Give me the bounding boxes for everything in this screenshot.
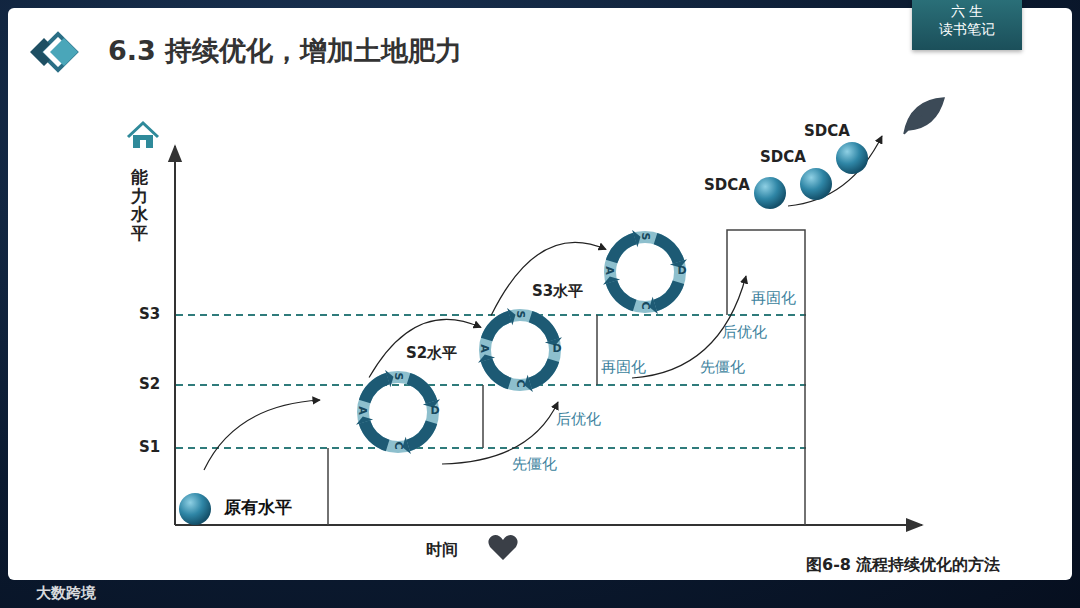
cycle-letter: D	[675, 265, 689, 276]
step-phrase: 再固化	[601, 358, 646, 376]
badge-text: 读书笔记	[912, 21, 1022, 39]
cycle-letter: D	[428, 405, 442, 416]
cycle-letter: A	[604, 264, 615, 278]
y-axis	[174, 146, 176, 525]
house-icon	[128, 123, 158, 148]
cycle-letter: A	[479, 342, 490, 356]
step-phrase: 先僵化	[512, 455, 557, 473]
cycle-letter: D	[550, 343, 564, 354]
badge-text: 六 生	[912, 3, 1022, 21]
step-phrase: 后优化	[556, 410, 601, 428]
cycle-letter: A	[357, 404, 368, 418]
origin-ball	[179, 493, 211, 525]
level-tick: S3	[139, 305, 160, 323]
step-phrase: 后优化	[722, 323, 767, 341]
axis-title: 能力水平	[131, 168, 148, 243]
level-lines	[176, 315, 806, 448]
curve-arrows	[204, 136, 882, 470]
cycle-label: SDCA	[760, 148, 806, 166]
sdca-cycle: S D C A	[356, 370, 440, 454]
badge-box: 六 生读书笔记	[912, 0, 1022, 50]
cycle-letter: C	[515, 377, 526, 391]
cycle-arrow	[369, 319, 481, 377]
x-axis	[175, 524, 922, 526]
figure-caption: 图6-8 流程持续优化的方法	[806, 555, 1000, 574]
leaf-icon	[904, 98, 944, 134]
watermark: 大数跨境	[36, 584, 96, 602]
level-tick: S1	[139, 438, 160, 456]
cycle-label: SDCA	[804, 122, 850, 140]
cycle-letter: S	[393, 370, 404, 384]
step-phrase: 再固化	[751, 289, 796, 307]
step-phrase: 先僵化	[700, 358, 745, 376]
cycle-letter: S	[515, 308, 526, 322]
sdca-balls	[754, 142, 868, 209]
cycle-letter: C	[393, 439, 404, 453]
level-tick: S2	[139, 375, 160, 393]
slide-title: 6.3 持续优化，增加土地肥力	[108, 35, 462, 67]
level-label: S3水平	[532, 282, 583, 300]
axis-title: 时间	[426, 540, 458, 559]
logo	[30, 34, 78, 70]
origin-label: 原有水平	[224, 497, 292, 517]
step-outline	[328, 230, 805, 525]
sdca-cycle: S D C A	[478, 308, 562, 392]
cycle-letter: S	[640, 230, 651, 244]
heart-icon	[488, 535, 517, 560]
cycle-arrow	[491, 242, 606, 315]
cycle-letter: C	[640, 299, 651, 313]
cycle-label: SDCA	[704, 176, 750, 194]
sdca-cycle: S D C A	[603, 230, 687, 314]
level-label: S2水平	[406, 344, 457, 362]
cycle-ring	[478, 308, 562, 392]
cycle-ring	[356, 370, 440, 454]
cycle-ring	[603, 230, 687, 314]
